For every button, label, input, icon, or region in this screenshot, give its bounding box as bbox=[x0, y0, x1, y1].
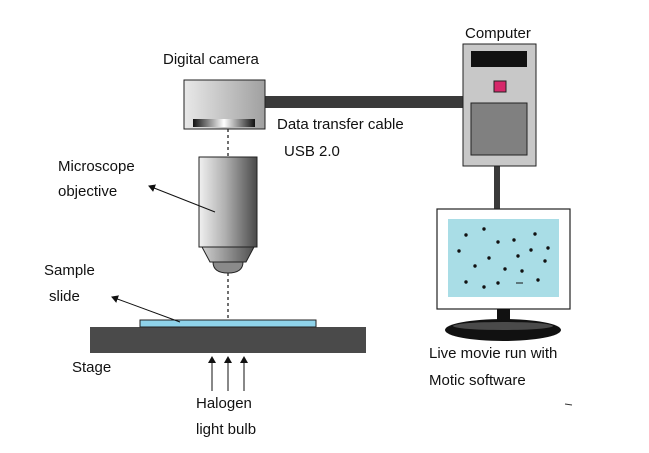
label-digital-camera: Digital camera bbox=[163, 51, 259, 68]
label-cable-line2: USB 2.0 bbox=[284, 143, 340, 160]
label-stage: Stage bbox=[72, 359, 112, 376]
label-sample-line2: slide bbox=[49, 288, 80, 305]
label-computer: Computer bbox=[465, 25, 531, 42]
label-sample-line1: Sample bbox=[44, 262, 95, 279]
label-software-line1: Live movie run with bbox=[429, 345, 558, 362]
screen-particles bbox=[457, 227, 550, 289]
monitor-cable bbox=[494, 165, 500, 211]
digital-camera-icon bbox=[183, 79, 266, 130]
monitor-icon bbox=[436, 208, 571, 341]
microscope-objective-icon bbox=[198, 156, 258, 274]
objective-pointer-arrow bbox=[148, 184, 216, 213]
label-software-line2: Motic software bbox=[429, 372, 526, 389]
stage bbox=[90, 327, 366, 353]
label-light-line1: Halogen bbox=[196, 395, 252, 412]
slide-pointer-arrow bbox=[111, 295, 181, 323]
label-cable-line1: Data transfer cable bbox=[277, 116, 404, 133]
label-objective-line1: Microscope bbox=[58, 158, 135, 175]
computer-tower-icon bbox=[462, 43, 537, 167]
label-objective-line2: objective bbox=[58, 183, 118, 200]
sample-slide bbox=[139, 319, 317, 328]
label-light-line2: light bulb bbox=[196, 421, 257, 438]
data-cable bbox=[265, 96, 468, 108]
stray-mark bbox=[564, 403, 573, 406]
monitor-screen bbox=[448, 219, 559, 297]
